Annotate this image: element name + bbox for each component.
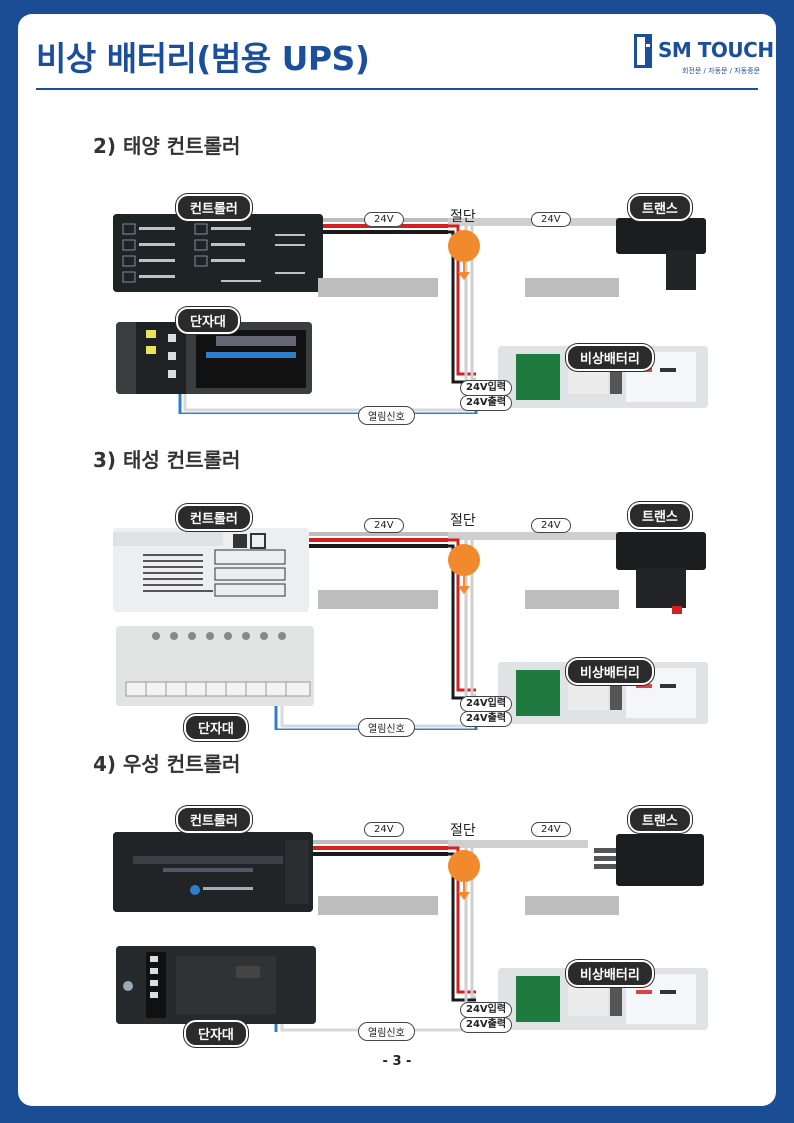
brand-logo: SM TOUCH 회전문 / 자동문 / 자동중문 xyxy=(632,30,774,82)
header-divider xyxy=(36,88,758,90)
label-controller: 컨트롤러 xyxy=(176,504,252,531)
wiring-diagram-woosung: 컨트롤러 트랜스 단자대 비상배터리 24V 24V 절단 24V입력 24V출… xyxy=(88,792,718,1047)
terminal-graphic xyxy=(116,626,314,706)
transformer-photo xyxy=(588,830,708,890)
controller-panel-graphic xyxy=(113,832,313,912)
label-terminal: 단자대 xyxy=(176,307,240,334)
gray-cable-bar-right xyxy=(525,590,619,609)
transformer-photo xyxy=(616,524,708,616)
label-battery: 비상배터리 xyxy=(566,658,654,685)
gray-cable-bar-right xyxy=(525,896,619,915)
terminal-block-photo xyxy=(116,626,314,706)
terminal-graphic xyxy=(116,322,312,394)
label-controller: 컨트롤러 xyxy=(176,806,252,833)
label-terminal: 단자대 xyxy=(184,714,248,741)
controller-device-photo xyxy=(113,528,309,612)
controller-panel-graphic xyxy=(113,214,323,292)
label-24v-out: 24V출력 xyxy=(460,711,513,727)
cut-point-marker xyxy=(448,544,480,576)
battery-graphic xyxy=(498,968,708,1030)
logo-door-icon xyxy=(634,34,652,68)
label-terminal: 단자대 xyxy=(184,1020,248,1047)
section-heading-woosung: 4) 우성 컨트롤러 xyxy=(93,752,241,776)
cut-point-marker xyxy=(448,850,480,882)
label-24v-out: 24V출력 xyxy=(460,395,513,411)
terminal-graphic xyxy=(116,946,316,1024)
label-24v-in: 24V입력 xyxy=(460,380,513,396)
gray-cable-bar-left xyxy=(318,590,438,609)
cut-point-marker xyxy=(448,230,480,262)
transformer-graphic xyxy=(616,218,706,290)
label-voltage-left: 24V xyxy=(364,822,404,837)
label-voltage-right: 24V xyxy=(531,212,571,227)
label-trans: 트랜스 xyxy=(628,806,692,833)
label-cut: 절단 xyxy=(450,209,476,225)
gray-cable-bar-left xyxy=(318,896,438,915)
gray-cable-bar-left xyxy=(318,278,438,297)
label-controller: 컨트롤러 xyxy=(176,194,252,221)
battery-graphic xyxy=(498,662,708,724)
transformer-graphic xyxy=(594,834,704,886)
controller-device-photo xyxy=(113,832,313,912)
transformer-graphic xyxy=(616,532,706,614)
wiring-diagram-taeyang: 컨트롤러 트랜스 단자대 비상배터리 24V 24V 절단 24V입력 24V출… xyxy=(88,174,718,425)
label-voltage-right: 24V xyxy=(531,518,571,533)
label-voltage-right: 24V xyxy=(531,822,571,837)
label-open-signal: 열림신호 xyxy=(358,1022,415,1041)
label-open-signal: 열림신호 xyxy=(358,406,415,425)
label-battery: 비상배터리 xyxy=(566,960,654,987)
label-open-signal: 열림신호 xyxy=(358,718,415,737)
logo-text: SM TOUCH xyxy=(658,38,774,62)
label-cut: 절단 xyxy=(450,823,476,839)
label-24v-in: 24V입력 xyxy=(460,1002,513,1018)
label-24v-in: 24V입력 xyxy=(460,696,513,712)
wiring-diagram-taesung: 컨트롤러 트랜스 단자대 비상배터리 24V 24V 절단 24V입력 24V출… xyxy=(88,490,718,741)
terminal-block-photo xyxy=(116,946,316,1024)
gray-cable-bar-right xyxy=(525,278,619,297)
document-page: 비상 배터리(범용 UPS) SM TOUCH 회전문 / 자동문 / 자동중문… xyxy=(18,14,776,1106)
label-battery: 비상배터리 xyxy=(566,344,654,371)
label-trans: 트랜스 xyxy=(628,194,692,221)
terminal-block-photo xyxy=(116,322,312,394)
label-voltage-left: 24V xyxy=(364,212,404,227)
label-voltage-left: 24V xyxy=(364,518,404,533)
page-number: - 3 - xyxy=(382,1054,412,1069)
controller-device-photo xyxy=(113,214,323,292)
transformer-photo xyxy=(616,212,708,292)
label-cut: 절단 xyxy=(450,513,476,529)
label-trans: 트랜스 xyxy=(628,502,692,529)
label-24v-out: 24V출력 xyxy=(460,1017,513,1033)
section-heading-taeyang: 2) 태양 컨트롤러 xyxy=(93,134,241,158)
section-heading-taesung: 3) 태성 컨트롤러 xyxy=(93,448,241,472)
controller-label-graphic xyxy=(113,528,309,612)
page-title: 비상 배터리(범용 UPS) xyxy=(36,39,370,78)
logo-subtitle: 회전문 / 자동문 / 자동중문 xyxy=(682,67,761,75)
